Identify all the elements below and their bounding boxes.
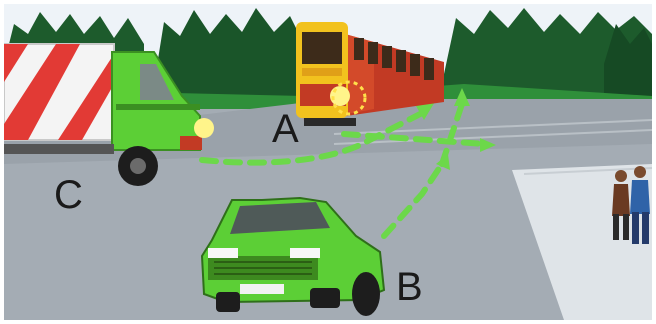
truck [4,43,214,186]
label-car: B [396,265,423,309]
label-tram: A [272,107,299,151]
tram [296,22,444,126]
pedestrians [612,166,650,244]
car [200,196,386,316]
traffic-scene: A B C [4,4,652,320]
route-arrows [199,101,487,239]
label-truck: C [54,173,83,217]
scene-illustration: A B C [4,4,652,320]
